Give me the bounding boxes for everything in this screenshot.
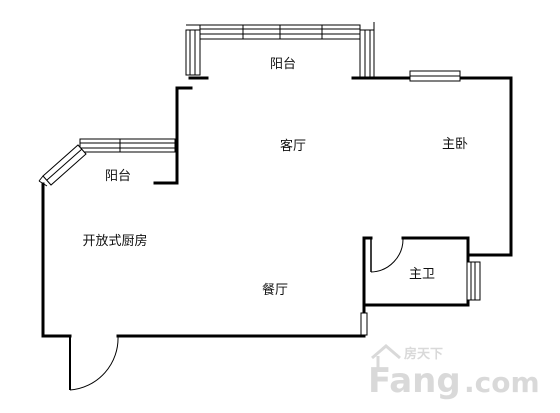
window-balcony-top bbox=[185, 22, 375, 78]
window-dining-right bbox=[360, 312, 368, 336]
walls bbox=[41, 76, 513, 338]
bath-door bbox=[370, 237, 404, 273]
wall-bath-top-right bbox=[401, 236, 470, 264]
room-label-balcony-left: 阳台 bbox=[105, 169, 131, 184]
watermark: 房天下 Fang .com bbox=[368, 344, 540, 401]
wall-kitchen-left bbox=[41, 182, 72, 338]
window-balcony-left-top bbox=[79, 138, 176, 153]
wall-bath-bottom bbox=[362, 298, 470, 307]
room-label-master-bedroom: 主卧 bbox=[442, 137, 468, 152]
room-label-dining-room: 餐厅 bbox=[262, 282, 288, 298]
entrance-door bbox=[69, 335, 119, 391]
watermark-cn: 房天下 bbox=[404, 346, 443, 362]
wall-bedroom-top bbox=[458, 76, 513, 257]
watermark-brand-main: Fang bbox=[368, 361, 461, 401]
wall-living-left-vertical bbox=[153, 86, 179, 185]
watermark-brand-suffix: .com bbox=[464, 366, 540, 399]
room-label-balcony-top: 阳台 bbox=[270, 57, 296, 72]
bath-door-swing bbox=[370, 237, 404, 273]
watermark-logo-icon bbox=[371, 344, 401, 372]
window-bath-right bbox=[466, 261, 481, 301]
window-bedroom-top bbox=[409, 70, 461, 82]
room-label-living-room: 客厅 bbox=[280, 138, 306, 154]
room-label-open-kitchen: 开放式厨房 bbox=[82, 233, 147, 249]
room-label-master-bath: 主卫 bbox=[409, 267, 435, 282]
window-balcony-left-diagonal bbox=[38, 144, 87, 187]
entrance-door-swing bbox=[69, 335, 119, 391]
